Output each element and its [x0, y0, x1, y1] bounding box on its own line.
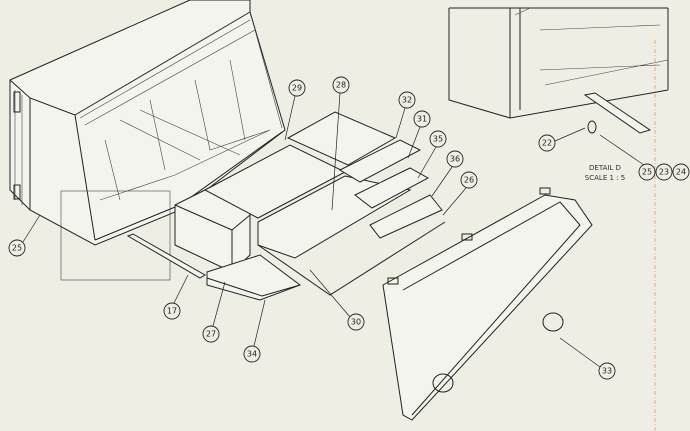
svg-text:32: 32: [402, 96, 412, 105]
balloon-23: 23: [655, 163, 673, 181]
svg-text:22: 22: [542, 139, 552, 148]
balloon-24: 24: [672, 163, 690, 181]
balloon-31: 31: [413, 110, 431, 128]
svg-text:31: 31: [417, 115, 427, 124]
leader-lines: [22, 92, 645, 368]
balloon-36: 36: [446, 150, 464, 168]
svg-text:27: 27: [206, 330, 216, 339]
detail-boundary: [60, 190, 171, 281]
balloon-35: 35: [429, 130, 447, 148]
drawer-assembly: [126, 111, 446, 301]
balloon-32: 32: [398, 91, 416, 109]
svg-text:29: 29: [292, 84, 302, 93]
balloon-25: 25: [8, 239, 26, 257]
balloon-25-detail: 25: [638, 163, 656, 181]
balloon-34: 34: [243, 345, 261, 363]
canopy-body: [9, 0, 286, 246]
svg-text:28: 28: [336, 81, 346, 90]
svg-text:35: 35: [433, 135, 443, 144]
detail-scale: SCALE 1 : 5: [585, 174, 625, 182]
balloon-27: 27: [202, 325, 220, 343]
balloon-17: 17: [163, 302, 181, 320]
balloon-22: 22: [538, 134, 556, 152]
lid-door: [382, 187, 593, 421]
svg-text:25: 25: [642, 168, 652, 177]
svg-text:23: 23: [659, 168, 669, 177]
detail-label: DETAIL D: [589, 164, 621, 172]
svg-text:34: 34: [247, 350, 257, 359]
balloon-29: 29: [288, 79, 306, 97]
balloon-33: 33: [598, 362, 616, 380]
svg-text:24: 24: [676, 168, 686, 177]
svg-text:30: 30: [351, 318, 361, 327]
svg-text:25: 25: [12, 244, 22, 253]
balloon-26: 26: [460, 171, 478, 189]
balloon-30: 30: [347, 313, 365, 331]
svg-text:36: 36: [450, 155, 460, 164]
detail-d-view: [448, 7, 669, 134]
svg-text:26: 26: [464, 176, 474, 185]
balloon-28: 28: [332, 76, 350, 94]
svg-text:17: 17: [167, 307, 177, 316]
svg-text:33: 33: [602, 367, 612, 376]
